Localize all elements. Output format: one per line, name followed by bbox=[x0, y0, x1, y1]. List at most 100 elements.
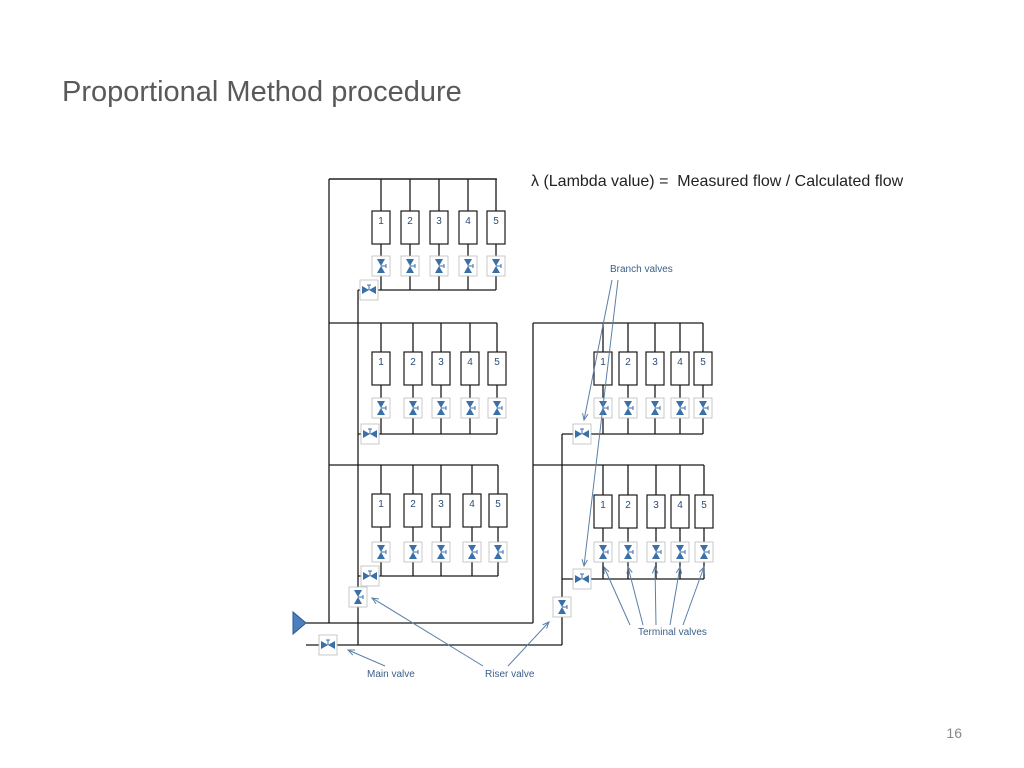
right-f2-branch-valve bbox=[572, 423, 592, 445]
terminal-unit: 5 bbox=[693, 351, 713, 386]
riser-valve-label: Riser valve bbox=[485, 669, 535, 680]
unit-label: 3 bbox=[652, 357, 658, 368]
terminal-unit: 2 bbox=[403, 351, 423, 386]
left-f3-terminal-valve-3 bbox=[429, 255, 449, 277]
unit-label: 2 bbox=[625, 357, 631, 368]
callout-arrows bbox=[346, 279, 705, 667]
right-riser-valve bbox=[552, 596, 572, 618]
terminal-unit: 2 bbox=[403, 493, 423, 528]
right-f1-terminal-valve-2 bbox=[618, 541, 638, 563]
unit-label: 4 bbox=[467, 357, 473, 368]
page-number: 16 bbox=[946, 725, 962, 741]
left-riser-valve bbox=[348, 586, 368, 608]
lambda-formula: λ (Lambda value) = Measured flow / Calcu… bbox=[531, 173, 904, 190]
terminal-unit: 4 bbox=[670, 351, 690, 386]
slide-title: Proportional Method procedure bbox=[62, 76, 462, 108]
unit-label: 5 bbox=[495, 499, 501, 510]
right-f2-terminal-valve-5 bbox=[693, 397, 713, 419]
branch-valves-label: Branch valves bbox=[610, 264, 673, 275]
terminal-unit: 3 bbox=[645, 351, 665, 386]
unit-label: 1 bbox=[378, 216, 384, 227]
right-f2-terminal-valve-3 bbox=[645, 397, 665, 419]
riser-valve-arrow-1 bbox=[370, 597, 484, 667]
unit-label: 2 bbox=[410, 357, 416, 368]
terminal-unit: 5 bbox=[487, 351, 507, 386]
terminal-unit: 5 bbox=[694, 494, 714, 529]
left-f2-branch-valve bbox=[360, 423, 380, 445]
unit-label: 2 bbox=[407, 216, 413, 227]
unit-label: 5 bbox=[493, 216, 499, 227]
left-f1-branch-valve bbox=[360, 565, 380, 587]
unit-label: 1 bbox=[600, 357, 606, 368]
terminal-unit: 5 bbox=[486, 210, 506, 245]
unit-label: 3 bbox=[438, 499, 444, 510]
left-f1-terminal-valve-4 bbox=[462, 541, 482, 563]
unit-label: 4 bbox=[469, 499, 475, 510]
terminal-unit: 2 bbox=[618, 351, 638, 386]
terminal-unit: 4 bbox=[460, 351, 480, 386]
branch-valve-arrow-1 bbox=[582, 279, 613, 422]
unit-label: 3 bbox=[653, 500, 659, 511]
terminal-unit: 4 bbox=[458, 210, 478, 245]
terminal-valves-label: Terminal valves bbox=[638, 627, 707, 638]
terminal-unit: 4 bbox=[462, 493, 482, 528]
left-f3-terminal-valve-1 bbox=[371, 255, 391, 277]
right-f2-terminal-valve-4 bbox=[670, 397, 690, 419]
right-f1-terminal-valve-4 bbox=[670, 541, 690, 563]
unit-label: 2 bbox=[625, 500, 631, 511]
left-f2-terminal-valve-1 bbox=[371, 397, 391, 419]
left-f1-terminal-valve-3 bbox=[431, 541, 451, 563]
terminal-unit: 3 bbox=[429, 210, 449, 245]
left-f3-branch-valve bbox=[359, 279, 379, 301]
left-f3-terminal-valve-2 bbox=[400, 255, 420, 277]
terminal-valve-arrow-4 bbox=[669, 565, 683, 626]
terminal-unit: 1 bbox=[593, 494, 613, 529]
unit-label: 3 bbox=[438, 357, 444, 368]
unit-label: 5 bbox=[700, 357, 706, 368]
unit-label: 3 bbox=[436, 216, 442, 227]
terminal-valve-arrow-5 bbox=[682, 565, 705, 626]
terminal-unit: 1 bbox=[371, 351, 391, 386]
left-f3-terminal-valve-4 bbox=[458, 255, 478, 277]
left-f1-terminal-valve-2 bbox=[403, 541, 423, 563]
main-valve-arrow bbox=[346, 649, 386, 667]
terminal-unit: 3 bbox=[431, 493, 451, 528]
left-f3-terminal-valve-5 bbox=[486, 255, 506, 277]
left-f1-terminal-valve-1 bbox=[371, 541, 391, 563]
left-f2-terminal-valve-5 bbox=[487, 397, 507, 419]
main-valve-label: Main valve bbox=[367, 669, 415, 680]
right-f1-terminal-valve-1 bbox=[593, 541, 613, 563]
unit-label: 4 bbox=[677, 357, 683, 368]
terminal-valve-arrow-2 bbox=[626, 565, 644, 626]
right-f1-terminal-valve-5 bbox=[694, 541, 714, 563]
left-f2-terminal-valve-3 bbox=[431, 397, 451, 419]
right-f1-terminal-valve-3 bbox=[646, 541, 666, 563]
unit-label: 1 bbox=[378, 499, 384, 510]
left-f2-terminal-valve-4 bbox=[460, 397, 480, 419]
unit-label: 5 bbox=[701, 500, 707, 511]
terminal-unit: 2 bbox=[618, 494, 638, 529]
terminal-unit: 4 bbox=[670, 494, 690, 529]
terminal-unit: 2 bbox=[400, 210, 420, 245]
terminal-unit: 1 bbox=[371, 493, 391, 528]
unit-label: 2 bbox=[410, 499, 416, 510]
valve-symbols bbox=[318, 255, 714, 656]
riser-valve-arrow-2 bbox=[507, 621, 550, 667]
right-f2-terminal-valve-2 bbox=[618, 397, 638, 419]
unit-label: 1 bbox=[600, 500, 606, 511]
terminal-unit: 5 bbox=[488, 493, 508, 528]
left-f2-terminal-valve-2 bbox=[403, 397, 423, 419]
pump-icon bbox=[292, 610, 307, 636]
terminal-valve-arrow-3 bbox=[651, 565, 659, 626]
terminal-valve-arrow-1 bbox=[603, 565, 631, 626]
left-f1-terminal-valve-5 bbox=[488, 541, 508, 563]
branch-valve-arrow-2 bbox=[581, 279, 619, 568]
main-valve bbox=[318, 634, 338, 656]
terminal-unit: 3 bbox=[431, 351, 451, 386]
unit-label: 4 bbox=[465, 216, 471, 227]
unit-label: 1 bbox=[378, 357, 384, 368]
terminal-unit: 3 bbox=[646, 494, 666, 529]
terminal-unit: 1 bbox=[371, 210, 391, 245]
